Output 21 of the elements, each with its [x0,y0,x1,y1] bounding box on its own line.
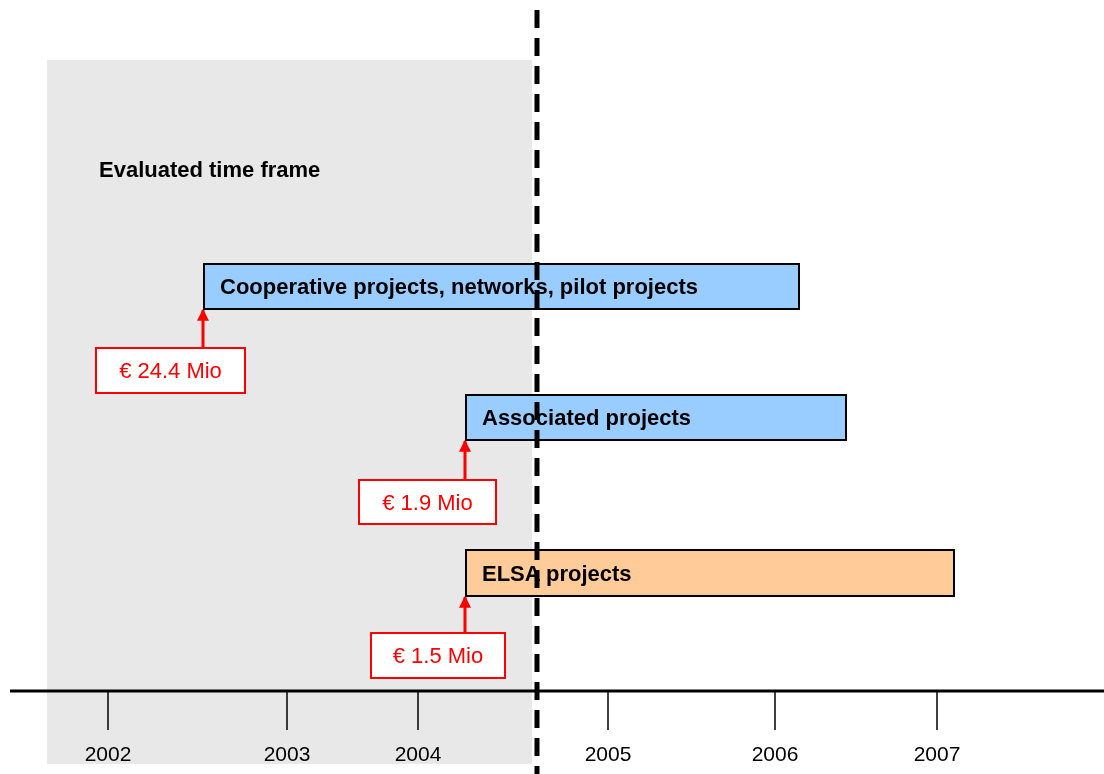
year-label: 2004 [393,741,443,767]
arrow [459,439,471,479]
amount-box [95,347,246,394]
amount-text: € 24.4 Mio [119,357,222,385]
year-label: 2006 [750,741,800,767]
project-bar [203,263,800,310]
year-label: 2007 [912,741,962,767]
arrow [459,595,471,632]
year-label: 2003 [262,741,312,767]
project-bar [465,549,955,597]
arrow [197,308,209,347]
amount-box [358,479,497,525]
project-bar [465,394,847,441]
bar-label: Cooperative projects, networks, pilot projects [220,273,698,301]
year-label: 2005 [583,741,633,767]
year-label: 2002 [83,741,133,767]
amount-text: € 1.9 Mio [382,488,473,517]
amount-text: € 1.5 Mio [392,642,484,670]
bar-label: Associated projects [482,404,692,432]
band-title: Evaluated time frame [99,157,321,182]
amount-box [370,632,506,679]
